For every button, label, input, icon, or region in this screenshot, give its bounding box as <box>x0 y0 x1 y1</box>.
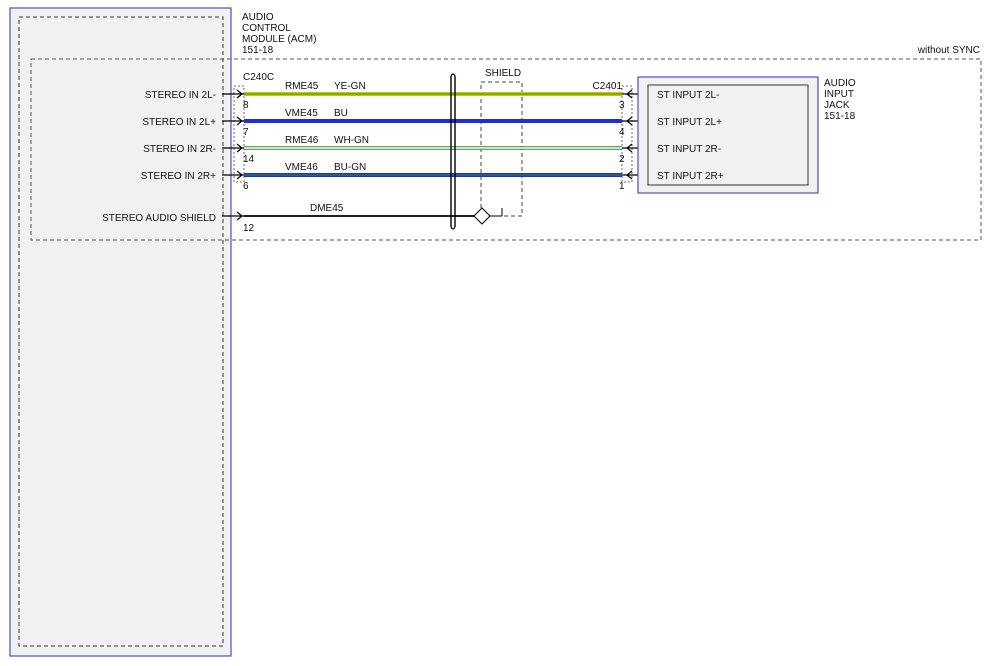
wire-vme46-color: BU-GN <box>334 162 366 173</box>
jack-title: AUDIO INPUT JACK 151-18 <box>824 78 858 122</box>
acm-connector-label: C240C <box>243 72 274 83</box>
jack-pin-number: 2 <box>619 154 625 165</box>
acm-pin-label: STEREO AUDIO SHIELD <box>102 213 216 224</box>
jack-pin-number: 3 <box>619 100 625 111</box>
wire-dme45 <box>244 208 503 217</box>
wire-rme45-color: YE-GN <box>334 81 366 92</box>
shield-label: SHIELD <box>485 68 521 79</box>
acm-terminal-arrows <box>222 89 244 221</box>
acm-pin-label: STEREO IN 2L+ <box>142 117 216 128</box>
jack-pin-label: ST INPUT 2L+ <box>657 117 722 128</box>
jack-connector-label: C2401 <box>593 81 623 92</box>
wire-rme46-color: WH-GN <box>334 135 369 146</box>
jack-connector-outline <box>621 85 633 183</box>
acm-pin-number: 14 <box>243 154 255 165</box>
variant-region <box>30 58 982 241</box>
acm-pin-label: STEREO IN 2R+ <box>141 171 216 182</box>
jack-pin-label: ST INPUT 2R- <box>657 144 721 155</box>
jack-module-inner-outline <box>647 84 809 186</box>
wire-dme45-circuit: DME45 <box>310 203 344 214</box>
acm-connector-outline <box>233 85 245 183</box>
wire-rme45-circuit: RME45 <box>285 81 319 92</box>
wire-rme46-circuit: RME46 <box>285 135 319 146</box>
acm-pin-number: 7 <box>243 127 249 138</box>
acm-pin-label: STEREO IN 2L- <box>145 90 216 101</box>
wire-vme45-color: BU <box>334 108 348 119</box>
jack-pin-number: 4 <box>619 127 625 138</box>
jack-pin-label: ST INPUT 2R+ <box>657 171 724 182</box>
variant-label: without SYNC <box>917 45 980 56</box>
acm-pin-label: STEREO IN 2R- <box>143 144 216 155</box>
acm-module-inner-outline <box>18 16 224 647</box>
jack-pin-label: ST INPUT 2L- <box>657 90 719 101</box>
shield-termination-icon <box>473 207 491 225</box>
jack-module-box <box>637 76 819 194</box>
acm-pin-number: 8 <box>243 100 249 111</box>
jack-pin-number: 1 <box>619 181 625 192</box>
acm-pin-number: 6 <box>243 181 249 192</box>
cable-bundle-marker <box>450 73 456 230</box>
acm-title: AUDIO CONTROL MODULE (ACM) 151-18 <box>242 12 319 56</box>
acm-pin-number: 12 <box>243 223 255 234</box>
acm-module-box <box>9 7 232 657</box>
wire-vme46-circuit: VME46 <box>285 162 318 173</box>
wire-vme45-circuit: VME45 <box>285 108 318 119</box>
